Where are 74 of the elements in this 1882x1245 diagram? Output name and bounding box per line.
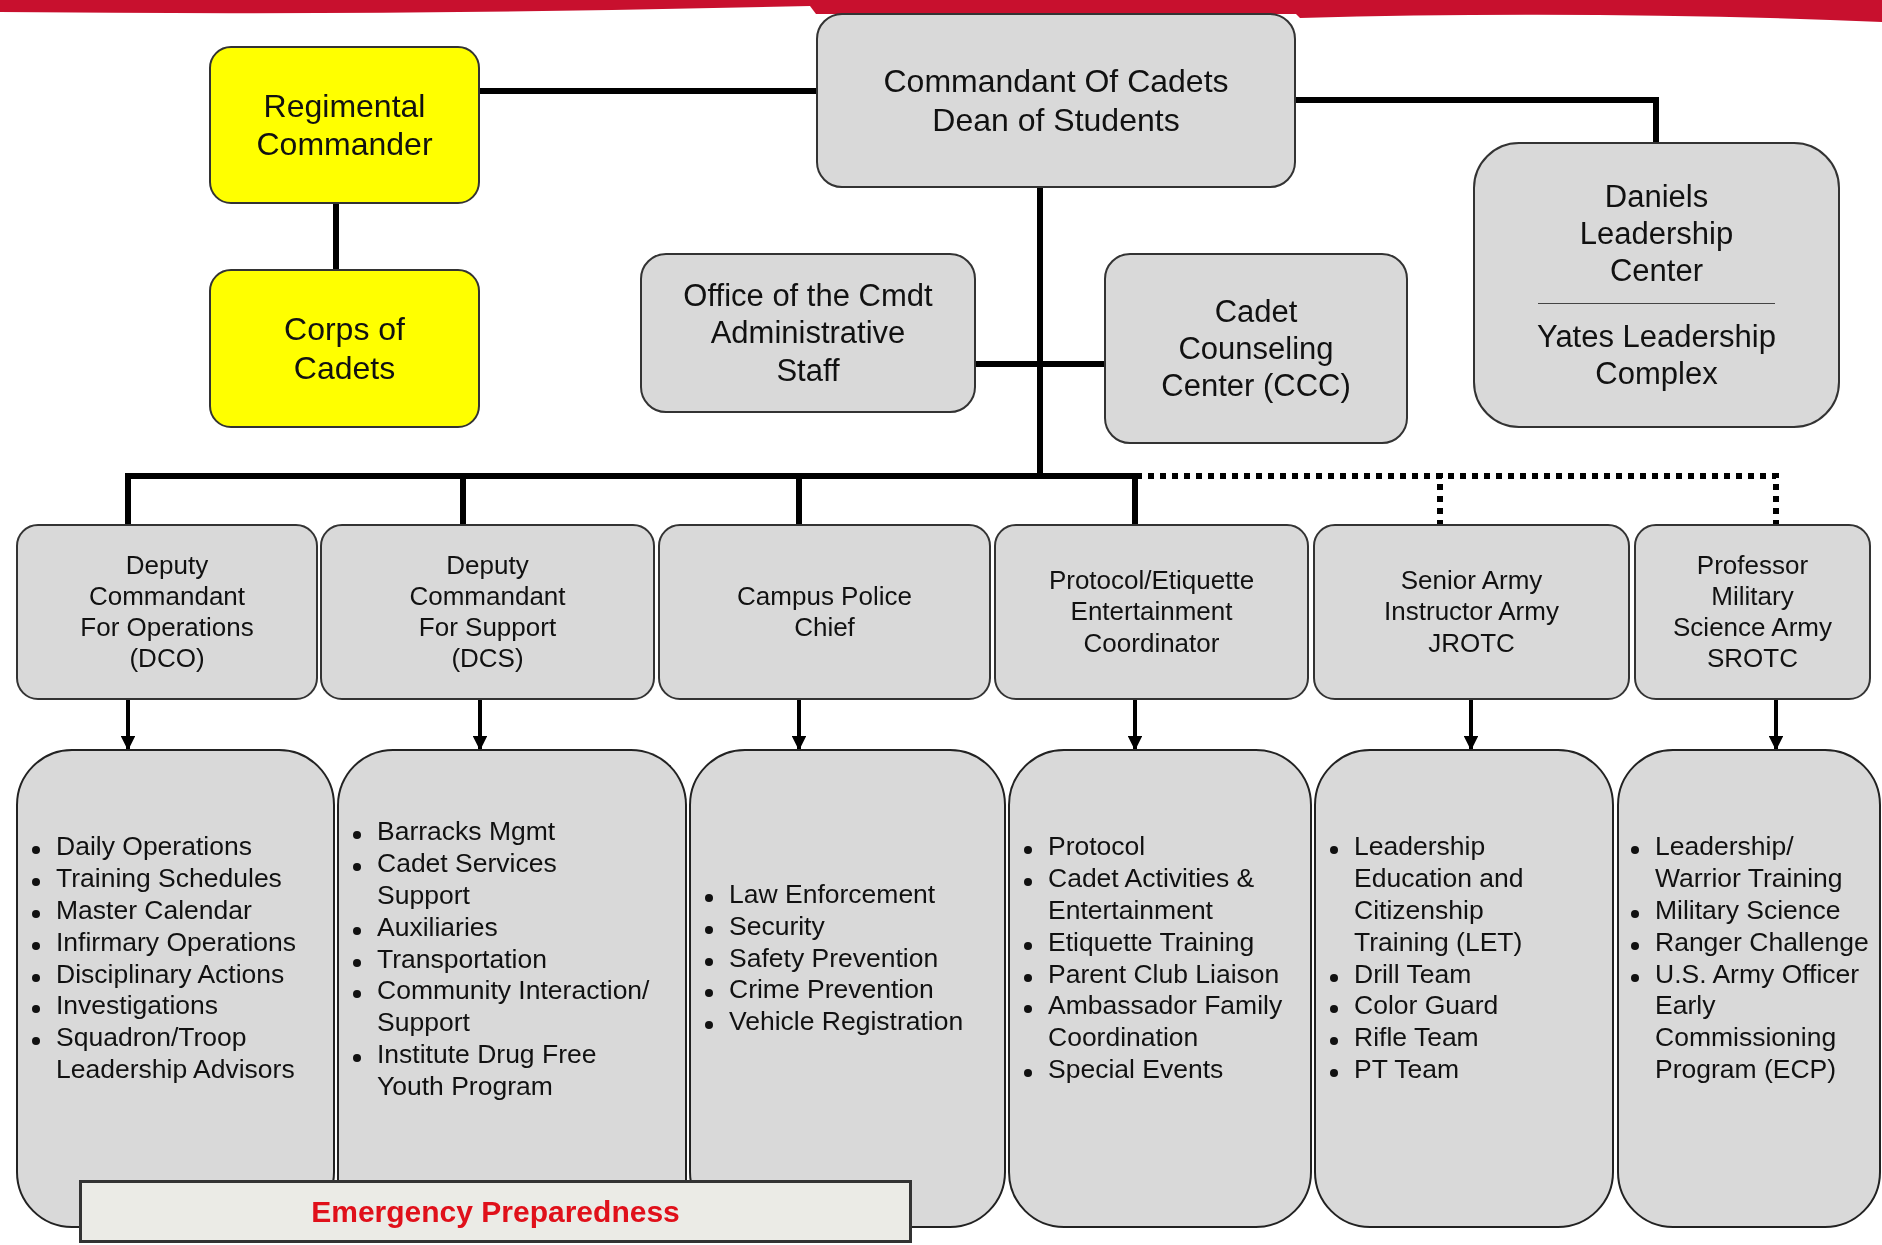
list-item: Barracks Mgmt bbox=[377, 816, 556, 849]
arrow bbox=[120, 700, 136, 751]
list-item: Rifle Team bbox=[1354, 1022, 1479, 1054]
duty-list-box bbox=[1008, 749, 1312, 1228]
arrow bbox=[1463, 700, 1479, 751]
list-item: Leadership Education and Citizenship Training (LET) bbox=[1354, 831, 1525, 959]
org-box bbox=[209, 269, 480, 428]
box-label: Senior Army Instructor Army JROTC bbox=[1383, 565, 1560, 659]
org-box bbox=[816, 13, 1296, 188]
org-box bbox=[1634, 524, 1871, 700]
list-item: Drill Team bbox=[1354, 958, 1472, 991]
list-item: Auxiliaries bbox=[377, 911, 498, 944]
arrow bbox=[1127, 700, 1143, 751]
list-item: Color Guard bbox=[1354, 990, 1499, 1023]
list-item: Disciplinary Actions bbox=[56, 958, 285, 991]
list-item: Transportation bbox=[377, 943, 547, 976]
org-box bbox=[658, 524, 991, 700]
list-item: Daily Operations bbox=[56, 831, 252, 864]
list-item: Safety Prevention bbox=[729, 942, 939, 975]
org-box bbox=[994, 524, 1309, 700]
box-label: Daniels Leadership Center bbox=[1578, 177, 1735, 290]
org-box bbox=[640, 253, 976, 413]
list-item: Protocol bbox=[1048, 831, 1146, 864]
list-item: Infirmary Operations bbox=[56, 926, 297, 959]
list-item: U.S. Army Officer Early Commissioning Program (ECP) bbox=[1655, 958, 1861, 1086]
list-item: Investigations bbox=[56, 990, 219, 1023]
list-item: Master Calendar bbox=[56, 894, 252, 927]
box-label: Commandant Of Cadets Dean of Students bbox=[883, 62, 1229, 139]
arrow bbox=[472, 700, 488, 751]
connector-line bbox=[1296, 97, 1659, 142]
list-item: Squadron/Troop Leadership Advisors bbox=[56, 1022, 296, 1086]
org-box bbox=[1473, 142, 1840, 428]
list-item: Security bbox=[729, 910, 825, 943]
list-item: Institute Drug Free Youth Program bbox=[377, 1039, 598, 1103]
duty-list-box bbox=[689, 749, 1006, 1228]
duty-list-box bbox=[1617, 749, 1881, 1228]
org-box bbox=[320, 524, 655, 700]
box-label: Office of the Cmdt Administrative Staff bbox=[682, 277, 934, 389]
banner-title: Emergency Preparedness bbox=[311, 1193, 680, 1230]
arrow bbox=[1768, 700, 1784, 751]
list-item: Leadership/ Warrior Training bbox=[1655, 831, 1844, 895]
banner-box bbox=[79, 1180, 912, 1243]
org-box bbox=[16, 524, 318, 700]
arrow bbox=[791, 700, 807, 751]
box-label: Campus Police Chief bbox=[736, 580, 913, 644]
list-item: Cadet Services Support bbox=[377, 848, 558, 912]
list-item: Vehicle Registration bbox=[729, 1006, 964, 1038]
list-item: Special Events bbox=[1048, 1053, 1224, 1086]
list-item: Training Schedules bbox=[56, 863, 282, 895]
list-item: Community Interaction/ Support bbox=[377, 975, 651, 1039]
box-label: Yates Leadership Complex bbox=[1536, 318, 1777, 393]
box-label: Deputy Commandant For Operations (DCO) bbox=[79, 549, 255, 675]
box-label: Corps of Cadets bbox=[283, 310, 406, 387]
list-item: Parent Club Liaison bbox=[1048, 958, 1280, 991]
box-label: Professor Military Science Army SROTC bbox=[1672, 549, 1833, 675]
list-item: Law Enforcement bbox=[729, 879, 936, 911]
box-label: Cadet Counseling Center (CCC) bbox=[1160, 292, 1352, 405]
list-item: PT Team bbox=[1354, 1053, 1460, 1086]
list-item: Ambassador Family Coordination bbox=[1048, 990, 1284, 1054]
duty-list-box bbox=[337, 749, 687, 1180]
list-item: Crime Prevention bbox=[729, 974, 934, 1007]
connector-line bbox=[480, 88, 816, 94]
org-box bbox=[1313, 524, 1630, 700]
box-label: Protocol/Etiquette Entertainment Coordinator bbox=[1047, 565, 1256, 659]
list-item: Ranger Challenge bbox=[1655, 926, 1869, 959]
box-label: Regimental Commander bbox=[255, 86, 434, 164]
list-item: Etiquette Training bbox=[1048, 926, 1255, 959]
list-item: Military Science bbox=[1655, 894, 1841, 927]
connector-line bbox=[333, 204, 339, 269]
box-label: Deputy Commandant For Support (DCS) bbox=[408, 549, 567, 675]
org-box bbox=[209, 46, 480, 204]
list-item: Cadet Activities & Entertainment bbox=[1048, 863, 1256, 927]
org-box bbox=[1104, 253, 1408, 444]
duty-list-box bbox=[1314, 749, 1614, 1228]
